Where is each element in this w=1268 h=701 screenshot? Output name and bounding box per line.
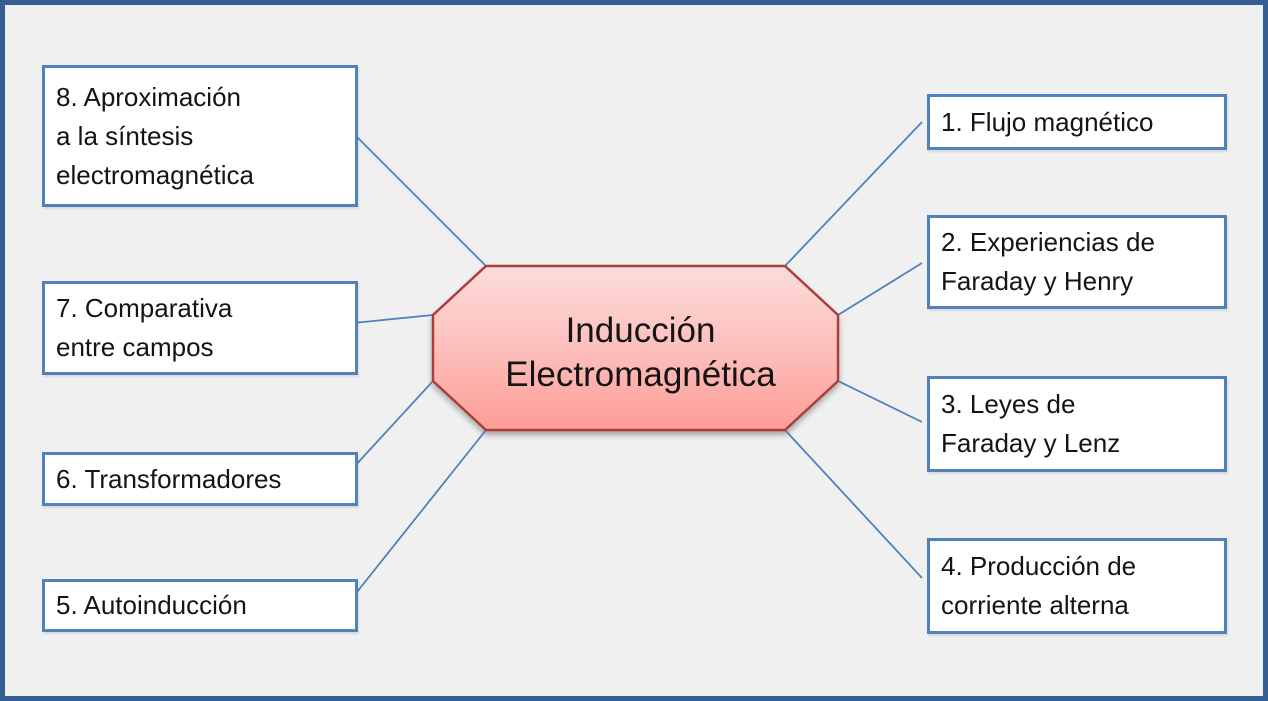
connector-node-1 [784,121,923,267]
connector-node-6 [352,380,434,469]
center-node-shape [431,264,840,432]
node-label-line: 1. Flujo magnético [941,106,1154,137]
connector-node-5 [352,429,487,598]
node-label-line: entre campos [56,332,214,362]
node-label-line: Faraday y Henry [941,266,1134,296]
connector-node-8 [352,132,487,267]
node-box-5: 5. Autoinducción [42,579,358,632]
node-label-line: 4. Producción de [941,551,1137,581]
node-label-line: corriente alterna [941,590,1129,620]
connector-node-2 [837,262,923,316]
connector-node-7 [352,314,434,324]
node-box-4: 4. Producción de corriente alterna [927,538,1227,634]
node-box-2: 2. Experiencias de Faraday y Henry [927,215,1227,309]
node-box-6: 6. Transformadores [42,452,358,506]
node-label-line: 5. Autoinducción [56,590,247,620]
connector-node-4 [784,429,923,579]
node-box-1: 1. Flujo magnético [927,94,1227,150]
node-label-line: a la síntesis [56,120,194,151]
node-box-7: 7. Comparativa entre campos [42,281,358,375]
center-node-line: Inducción [565,311,716,350]
node-label-line: electromagnética [56,159,254,190]
node-box-8: 8. Aproximación a la síntesis electromag… [42,65,358,207]
node-label-line: 8. Aproximación [56,81,241,112]
node-label-line: 7. Comparativa [56,293,233,323]
node-label-line: Faraday y Lenz [941,428,1121,458]
node-label-line: 2. Experiencias de [941,227,1155,257]
connector-node-3 [837,380,923,423]
node-label-line: 6. Transformadores [56,463,282,494]
node-label-line: 3. Leyes de [941,389,1076,419]
node-box-3: 3. Leyes de Faraday y Lenz [927,376,1227,472]
center-node: Inducción Electromagnética [438,271,843,435]
center-node-line: Electromagnética [505,355,776,394]
